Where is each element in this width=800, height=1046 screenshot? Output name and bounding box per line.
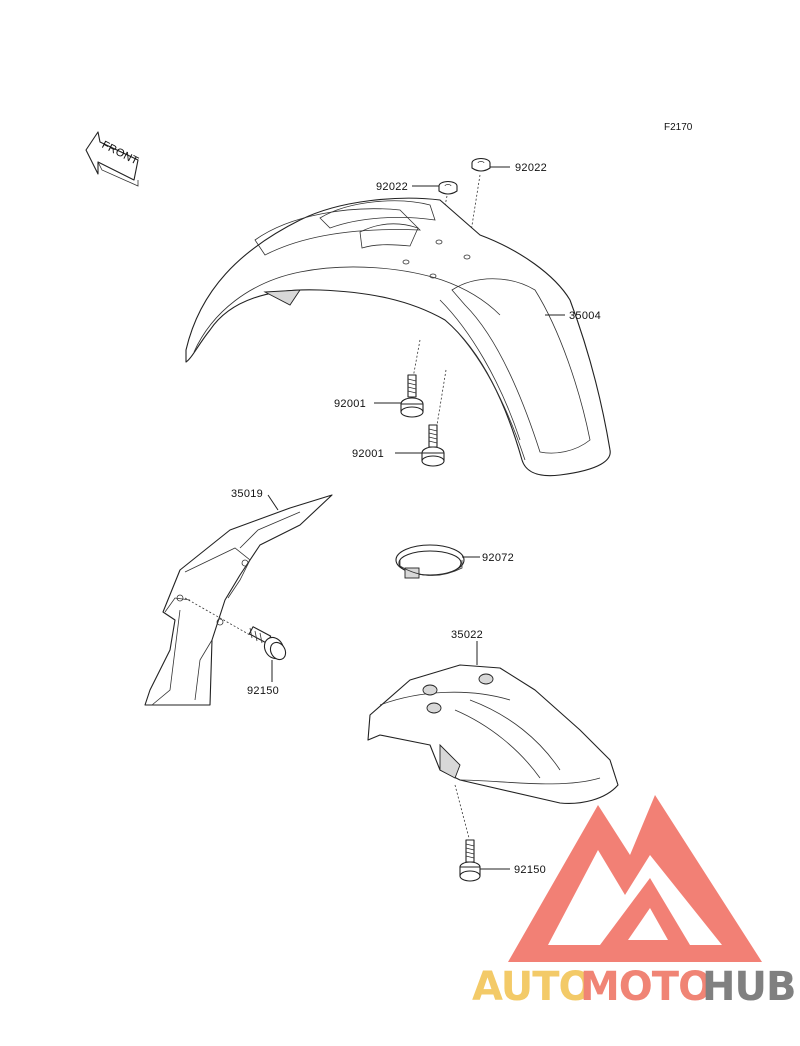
watermark-text-hub: HUB <box>702 964 795 1010</box>
label-bolt-c: 92150 <box>247 685 279 697</box>
label-rear-fender: 35022 <box>451 629 483 641</box>
front-arrow-icon: FRONT <box>85 131 140 187</box>
watermark-text-auto: AUTO <box>472 964 592 1010</box>
washer-b <box>471 157 491 172</box>
label-bolt-b: 92001 <box>352 448 384 460</box>
label-bolt-a: 92001 <box>334 398 366 410</box>
label-bolt-d: 92150 <box>514 864 546 876</box>
guard <box>144 494 333 706</box>
band <box>395 544 465 579</box>
washer-a <box>438 180 458 195</box>
bolt-b <box>421 424 445 467</box>
label-guard: 35019 <box>231 488 263 500</box>
watermark-text-moto: MOTO <box>580 964 711 1010</box>
label-band: 92072 <box>482 552 514 564</box>
watermark-logo: AUTO MOTO HUB <box>472 795 796 1010</box>
label-washer-a: 92022 <box>376 181 408 193</box>
bolt-a <box>400 374 424 418</box>
label-front-fender: 35004 <box>569 310 601 322</box>
bolt-d <box>459 839 481 882</box>
front-fender <box>185 197 611 477</box>
bolt-c <box>248 626 287 661</box>
label-washer-b: 92022 <box>515 162 547 174</box>
drawing-code: F2170 <box>664 122 693 133</box>
rear-fender <box>367 664 619 804</box>
